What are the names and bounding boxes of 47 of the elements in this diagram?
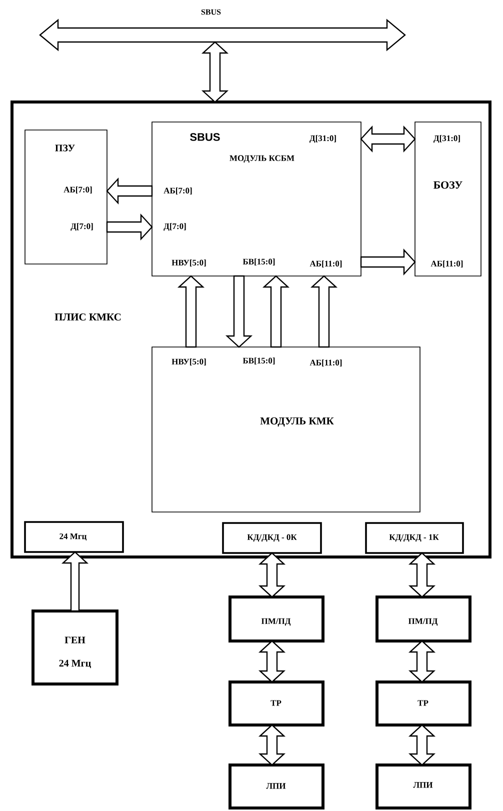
signal-label: БВ[15:0] [242,358,275,365]
signal-label: АБ[11:0] [310,360,342,367]
arrow [106,213,153,241]
module-label: МОДУЛЬ КМК [260,417,334,427]
block-label: ЛПИ [413,782,433,788]
signal-label: АБ[7:0] [164,188,192,195]
arrow [258,552,286,598]
block-label: ПЗУ [55,144,75,152]
block-label: БОЗУ [434,181,462,189]
bus-label: SBUS [190,133,220,141]
block-label: ПМ/ПД [261,618,291,626]
signal-label: Д[7:0] [164,223,186,231]
signal-label: Д[31:0] [310,135,336,143]
block-label: КД/ДКД - 0К [247,534,297,542]
signal-label: НВУ[5:0] [172,358,206,366]
arrow [258,640,286,683]
arrow [310,275,338,348]
arrow [201,41,229,103]
block-label: ПМ/ПД [408,618,438,626]
signal-label: АБ[7:0] [64,186,92,194]
chip-label: ПЛИС КМКС [54,313,121,321]
signal-label: Д[7:0] [70,223,93,231]
signal-label: АБ[11:0] [310,260,342,268]
signal-label: АБ[11:0] [430,260,463,268]
arrow [408,640,436,683]
arrow [262,275,290,348]
arrow [177,275,205,348]
arrow [360,125,416,153]
arrow [408,552,436,598]
arrow [106,177,153,205]
block-label: КД/ДКД - 1К [389,534,439,542]
arrow [225,275,253,348]
block-label: 24 Мгц [59,660,91,668]
signal-label: Д[31:0] [434,135,460,143]
arrow [360,248,416,276]
arrow [408,724,436,766]
bus-label: SBUS [201,9,221,15]
block-label: ЛПИ [266,783,286,789]
block-label: 24 Мгц [60,533,87,541]
module-label: МОДУЛЬ КСБМ [230,155,294,163]
block-label: ГЕН [64,636,86,644]
block-label: ТР [270,700,282,706]
arrow [61,551,89,612]
signal-label: БВ[15:0] [242,258,275,266]
block-label: ТР [418,700,428,706]
signal-label: НВУ[5:0] [172,260,206,267]
arrow [258,724,286,766]
